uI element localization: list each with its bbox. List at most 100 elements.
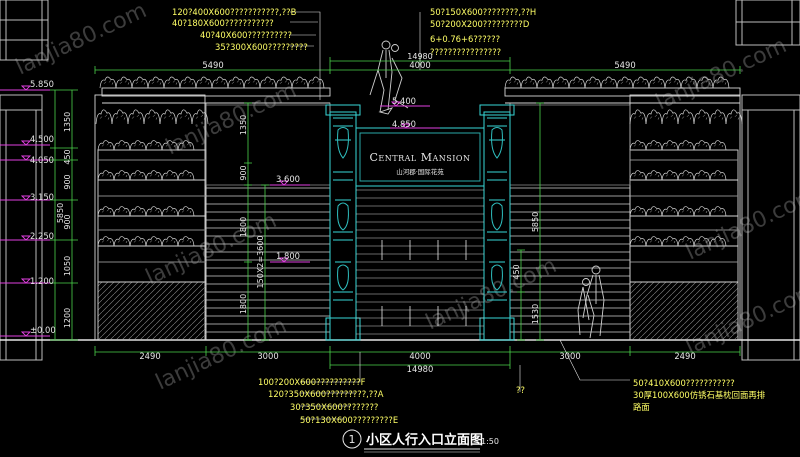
title-text: 小区人行入口立面图 xyxy=(366,432,483,448)
shrub-texture xyxy=(681,209,692,214)
shrub-mark xyxy=(709,206,727,217)
shrub-mark xyxy=(629,170,647,181)
shrub-mark xyxy=(568,76,586,89)
shrub-texture xyxy=(247,80,258,85)
shrub-mark xyxy=(113,140,131,151)
shrub-texture xyxy=(195,114,206,120)
background-building-left xyxy=(0,0,49,361)
shrub-mark xyxy=(143,109,161,125)
shrub-mark xyxy=(99,76,117,89)
shrub-mark xyxy=(129,170,147,181)
shrub-texture xyxy=(508,80,519,85)
shrub-texture xyxy=(729,114,740,120)
human-figures-right xyxy=(577,265,605,339)
vdim-right-450: 450 xyxy=(512,264,521,279)
shrub-mark xyxy=(97,236,115,247)
dim-bottom-3000-left: 3000 xyxy=(257,351,278,361)
shrub-texture xyxy=(697,209,708,214)
shrub-texture xyxy=(117,173,128,178)
shrub-texture xyxy=(165,143,176,148)
shrub-texture xyxy=(101,143,112,148)
note-bottom-right-2: 30厚100X600仿锈石基枕回面再排 xyxy=(633,390,766,400)
shrub-texture xyxy=(636,80,647,85)
shrub-plantings xyxy=(95,76,743,247)
shrub-texture xyxy=(117,143,128,148)
shrub-texture xyxy=(279,80,290,85)
shrub-mark xyxy=(161,206,179,217)
shrub-texture xyxy=(101,173,112,178)
shrub-texture xyxy=(649,209,660,214)
shrub-mark xyxy=(243,76,261,89)
shrub-texture xyxy=(263,80,274,85)
note-top-right-1: 50?150X600????????,??H xyxy=(430,7,536,17)
note-bottom-right-1: 50?410X600??????????? xyxy=(633,378,735,388)
shrub-texture xyxy=(697,239,708,244)
shrub-texture xyxy=(149,239,160,244)
shrub-mark xyxy=(227,76,245,89)
dim-top-left: 5490 xyxy=(202,60,223,70)
shrub-texture xyxy=(165,239,176,244)
elev-4850: 4.850 xyxy=(392,119,416,129)
shrub-mark xyxy=(145,140,163,151)
note-bottom-left-4: 50?130X600?????????E xyxy=(300,415,398,425)
shrub-texture xyxy=(231,80,242,85)
shrub-mark xyxy=(111,109,129,125)
vdim-mid-1800b: 1800 xyxy=(239,294,248,314)
vdim-left-1200: 1200 xyxy=(63,308,72,328)
vdim-mid-900: 900 xyxy=(239,165,248,180)
shrub-mark xyxy=(693,206,711,217)
elev-1800: 1.800 xyxy=(276,251,300,261)
shrub-texture xyxy=(147,114,158,120)
shrub-texture xyxy=(665,143,676,148)
shrub-mark xyxy=(145,206,163,217)
elev-3600: 3.600 xyxy=(276,174,300,184)
shrub-mark xyxy=(163,76,181,89)
shrub-texture xyxy=(633,143,644,148)
shrub-mark xyxy=(709,109,727,125)
shrub-texture xyxy=(649,239,660,244)
shrub-mark xyxy=(632,76,650,89)
shrub-mark xyxy=(211,76,229,89)
shrub-texture xyxy=(133,239,144,244)
shrub-mark xyxy=(97,170,115,181)
shrub-texture xyxy=(181,209,192,214)
elevation-markers xyxy=(0,85,440,337)
vdim-right-5850: 5850 xyxy=(531,212,540,232)
shrub-mark xyxy=(177,236,195,247)
shrub-texture xyxy=(697,143,708,148)
shrub-mark xyxy=(661,236,679,247)
shrub-texture xyxy=(117,239,128,244)
shrub-texture xyxy=(665,173,676,178)
shrub-mark xyxy=(629,140,647,151)
shrub-texture xyxy=(604,80,615,85)
shrub-texture xyxy=(620,80,631,85)
shrub-mark xyxy=(115,76,133,89)
note-marker-qq: ?? xyxy=(516,385,525,395)
shrub-mark xyxy=(113,170,131,181)
watermark: lanjia80.com xyxy=(682,183,800,265)
shrub-mark xyxy=(161,170,179,181)
vdim-left-900b: 900 xyxy=(63,214,72,229)
shrub-texture xyxy=(133,143,144,148)
shrub-texture xyxy=(115,114,126,120)
shrub-mark xyxy=(709,236,727,247)
elev-5850: 5.850 xyxy=(30,79,54,89)
note-top-left-3: 40?40X600?????????? xyxy=(200,30,292,40)
shrub-mark xyxy=(291,76,309,89)
shrub-texture xyxy=(101,209,112,214)
shrub-texture xyxy=(101,239,112,244)
shrub-texture xyxy=(133,173,144,178)
shrub-mark xyxy=(645,236,663,247)
shrub-texture xyxy=(684,80,695,85)
shrub-texture xyxy=(652,80,663,85)
drawing-title: 1 小区人行入口立面图 1:50 xyxy=(342,429,499,453)
vdim-left-450: 450 xyxy=(63,149,72,164)
shrub-texture xyxy=(295,80,306,85)
shrub-texture xyxy=(181,173,192,178)
shrub-mark xyxy=(504,76,522,89)
shrub-mark xyxy=(664,76,682,89)
gate-pillar-left xyxy=(329,111,357,341)
right-planter-wall xyxy=(504,87,741,341)
shrub-texture xyxy=(149,143,160,148)
